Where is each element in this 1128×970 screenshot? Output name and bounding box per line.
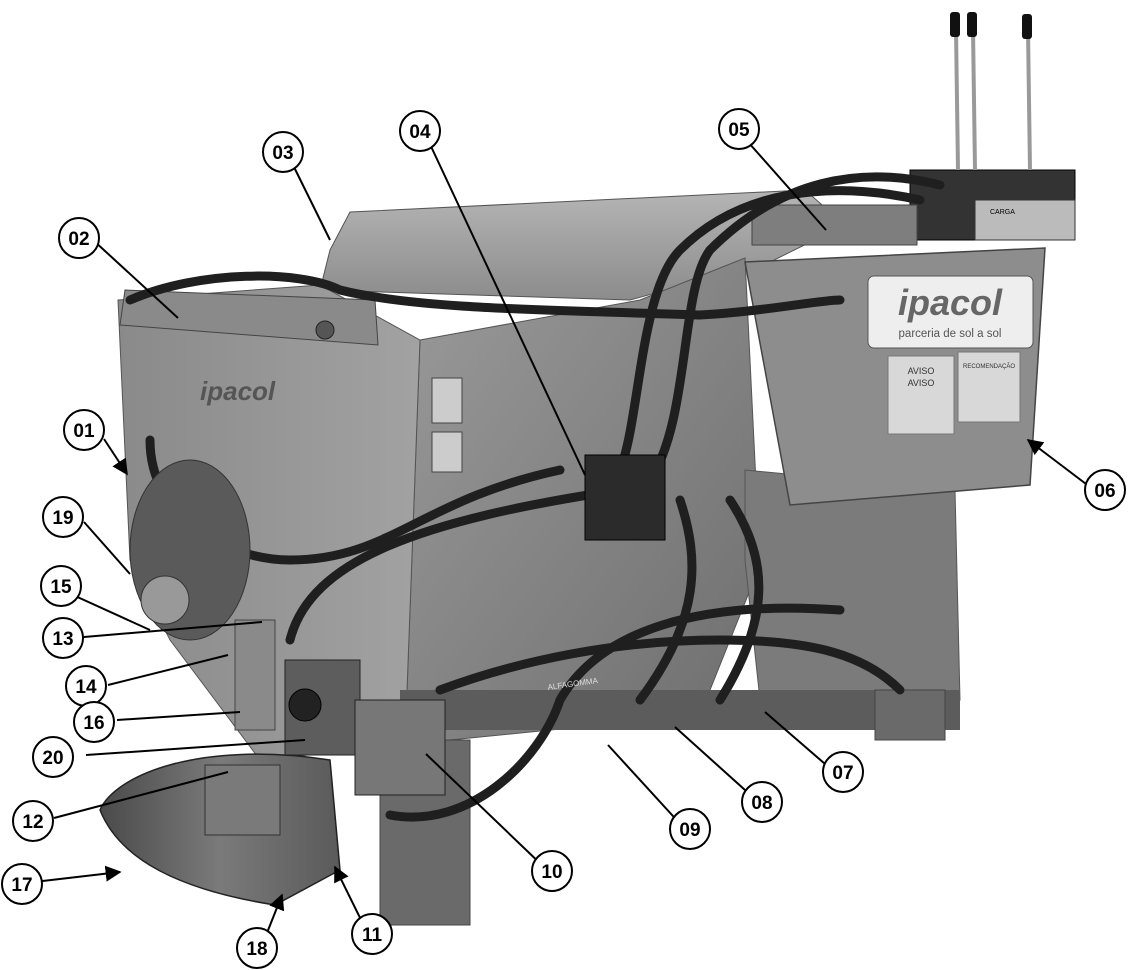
callout-leaders [33, 139, 1091, 944]
callout-13: 13 [42, 617, 84, 659]
right-lower-face [744, 469, 961, 701]
callout-label-14: 14 [75, 677, 97, 698]
callout-label-01: 01 [73, 421, 95, 442]
callout-label-02: 02 [68, 229, 89, 250]
rear-leg [874, 689, 946, 741]
callout-label-12: 12 [22, 812, 43, 833]
callout-circle-19 [42, 496, 84, 538]
callout-14: 14 [65, 665, 107, 707]
callout-circle-03 [262, 131, 304, 173]
support-bracket [751, 204, 918, 246]
callout-label-19: 19 [52, 508, 73, 529]
callout-circle-05 [718, 108, 760, 150]
callout-03: 03 [262, 131, 304, 173]
hydraulic-hoses [125, 172, 945, 822]
warning-label-2 [957, 351, 1021, 423]
valve-label-text: CARGA [990, 209, 1015, 216]
callout-label-04: 04 [409, 122, 431, 143]
callout-circle-08 [741, 781, 783, 823]
callout-label-10: 10 [541, 862, 562, 883]
callout-11: 11 [351, 913, 393, 955]
callout-circle-15 [40, 565, 82, 607]
callout-label-08: 08 [751, 793, 772, 814]
callout-15: 15 [40, 565, 82, 607]
callout-20: 20 [32, 736, 74, 778]
callout-label-15: 15 [50, 577, 72, 598]
callout-17: 17 [1, 863, 43, 905]
callout-circle-06 [1084, 469, 1126, 511]
callout-circle-18 [236, 927, 278, 969]
callout-circle-13 [42, 617, 84, 659]
callout-05: 05 [718, 108, 760, 150]
callout-label-03: 03 [272, 143, 293, 164]
callout-circle-20 [32, 736, 74, 778]
callout-label-13: 13 [52, 629, 73, 650]
callout-circle-01 [63, 409, 105, 451]
warning-label-1-text: AVISO [908, 366, 935, 376]
callout-circle-17 [1, 863, 43, 905]
callout-layer: 01 02 03 04 05 06 07 08 09 10 11 12 13 14 15 16 17 18 19 20 [1, 108, 1126, 969]
callout-label-18: 18 [246, 939, 267, 960]
callout-01: 01 [63, 409, 105, 451]
callout-06: 06 [1084, 469, 1126, 511]
hydraulic-motor [284, 659, 446, 796]
central-valve-block [584, 454, 666, 541]
callout-12: 12 [12, 800, 54, 842]
callout-label-11: 11 [362, 925, 383, 946]
left-side-components [129, 459, 276, 731]
brand-plate [867, 275, 1034, 349]
callout-label-07: 07 [832, 763, 853, 784]
callout-02: 02 [58, 217, 100, 259]
callout-19: 19 [42, 496, 84, 538]
callout-label-20: 20 [42, 748, 63, 769]
control-box: ipacol parceria de sol a sol AVISO AVISO… [744, 247, 1046, 506]
callout-07: 07 [822, 751, 864, 793]
callout-circle-07 [822, 751, 864, 793]
callout-09: 09 [669, 808, 711, 850]
callout-08: 08 [741, 781, 783, 823]
callout-label-16: 16 [83, 713, 104, 734]
callout-label-05: 05 [728, 120, 750, 141]
callout-16: 16 [73, 701, 115, 743]
callout-04: 04 [399, 110, 441, 152]
callout-18: 18 [236, 927, 278, 969]
warning-label-1 [887, 355, 955, 435]
lever-valve-assembly: CARGA [909, 12, 1076, 241]
callout-circle-12 [12, 800, 54, 842]
brand-side-text: ipacol [200, 376, 276, 406]
callout-circle-11 [351, 913, 393, 955]
top-bar: ipacol [119, 289, 463, 473]
warning-label-2-text: AVISO [908, 378, 935, 388]
discharge-chute [99, 753, 341, 906]
callout-label-17: 17 [11, 875, 32, 896]
callout-circle-09 [669, 808, 711, 850]
base-beam [400, 690, 960, 730]
callout-circle-04 [399, 110, 441, 152]
callout-circle-02 [58, 217, 100, 259]
callout-10: 10 [531, 850, 573, 892]
callout-label-09: 09 [679, 820, 700, 841]
callout-circle-16 [73, 701, 115, 743]
callout-circle-10 [531, 850, 573, 892]
brand-main-text: ipacol [898, 282, 1003, 323]
brand-tagline-text: parceria de sol a sol [899, 328, 1002, 340]
warning-label-3-text: RECOMENDAÇÃO [963, 363, 1015, 370]
callout-label-06: 06 [1094, 481, 1115, 502]
